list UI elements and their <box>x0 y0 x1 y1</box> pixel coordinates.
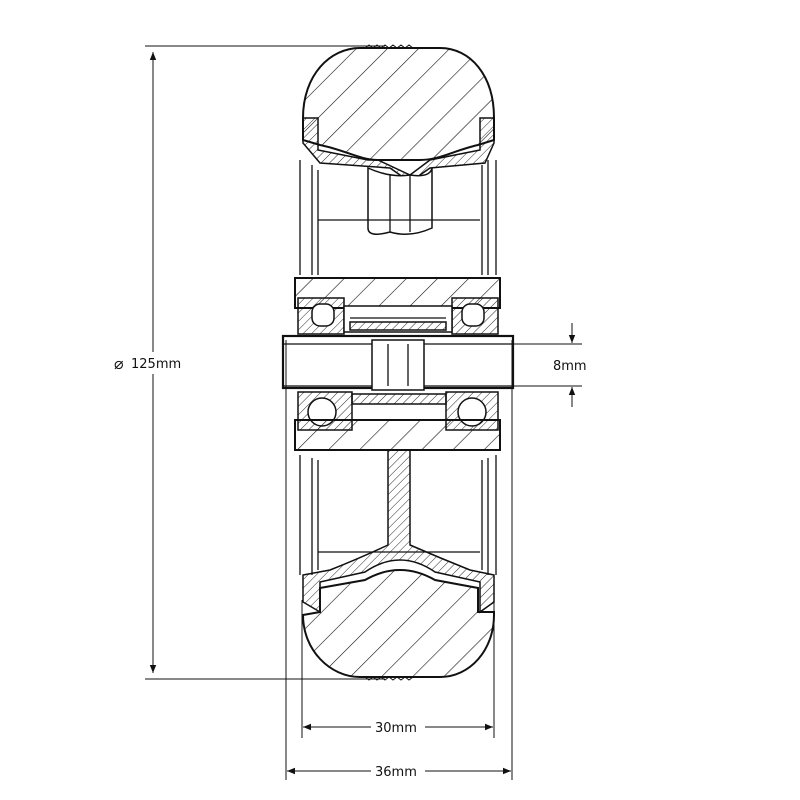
overall-width-label: 36mm <box>375 765 417 780</box>
hub-width-label: 30mm <box>375 721 417 736</box>
upper-tyre <box>302 47 495 161</box>
diameter-label: 125mm <box>131 357 181 372</box>
upper-hub <box>294 277 501 335</box>
lower-hub <box>294 391 501 451</box>
axle <box>281 334 515 391</box>
lower-tyre <box>301 569 495 678</box>
lower-hub-flange <box>294 419 501 451</box>
axle-center-sleeve <box>371 339 425 391</box>
upper-rim <box>299 117 497 275</box>
bore-label: 8mm <box>553 359 587 374</box>
diameter-dimension: ⌀ 125mm <box>108 45 385 680</box>
lower-web <box>302 449 495 614</box>
bore-dimension: 8mm <box>512 323 587 407</box>
diameter-symbol: ⌀ <box>114 354 124 373</box>
width-dimensions: 30mm 36mm <box>285 340 513 780</box>
lower-tyre-section <box>301 569 495 681</box>
lower-rim <box>299 449 497 614</box>
upper-tyre-section <box>302 44 495 161</box>
